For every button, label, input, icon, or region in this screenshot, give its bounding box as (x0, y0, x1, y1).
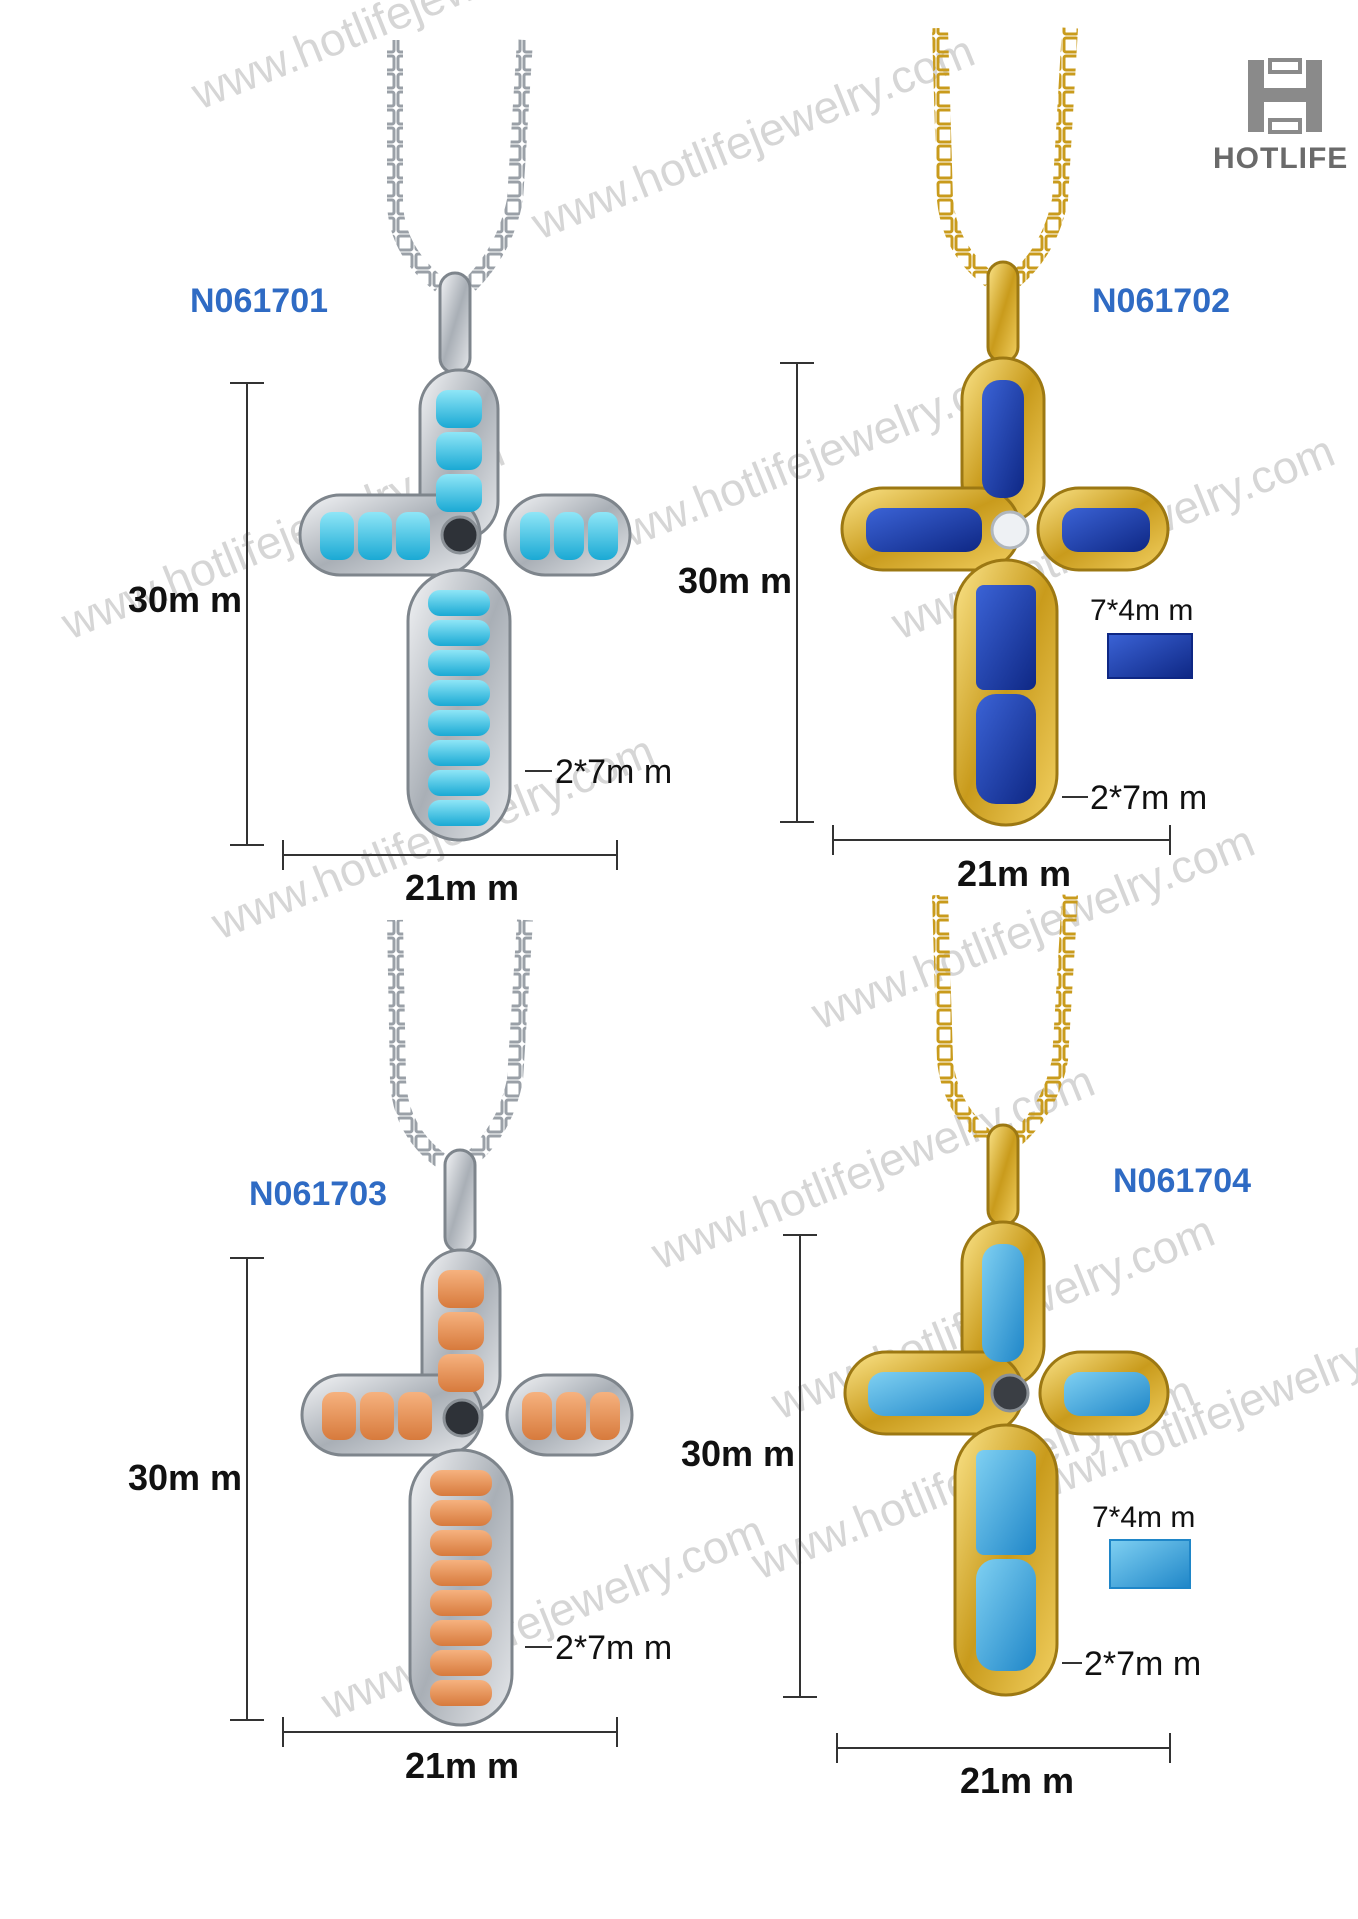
watermark-text: www.hotlifejewelry.com (803, 814, 1261, 1039)
width-dimension: 21m m (960, 1760, 1074, 1801)
opal-inlay (868, 1244, 1150, 1671)
bail (986, 1123, 1020, 1227)
center-gem (440, 515, 480, 555)
stone-bead (322, 1270, 620, 1440)
height-dimension: 30m m (678, 560, 792, 601)
product-code: N061703 (249, 1175, 387, 1213)
watermark-text: www.hotlifejewelry.com (313, 1504, 771, 1729)
bead-size: 2*7m m (555, 753, 672, 791)
product-card-1: N061701 30m m 21m m 2*7m m (128, 39, 672, 908)
height-dimension: 30m m (681, 1433, 795, 1474)
chain-right (464, 919, 533, 1167)
height-dimension: 30m m (128, 579, 242, 620)
product-code: N061701 (190, 282, 328, 320)
center-gem (442, 1398, 482, 1438)
brand-logo: HOTLIFE (1213, 58, 1348, 175)
inlay-swatch (1109, 1539, 1191, 1589)
inlay-size: 7*4m m (1092, 1501, 1195, 1534)
bail (443, 1148, 477, 1254)
bail (986, 260, 1020, 364)
height-dimension: 30m m (128, 1457, 242, 1498)
watermark-text: www.hotlifejewelry.com (183, 0, 641, 120)
bead-size: 2*7m m (1090, 779, 1207, 817)
product-card-4: N061704 30m m 21m m 2*7m m 7*4m m (681, 894, 1251, 1801)
bail (438, 271, 472, 375)
stone-bead (320, 390, 618, 560)
width-dimension: 21m m (405, 1745, 519, 1786)
inlay-size: 7*4m m (1090, 594, 1193, 627)
chain-left (932, 27, 995, 287)
chain-right (1009, 894, 1078, 1147)
lapis-inlay (866, 380, 1150, 804)
bead-size: 2*7m m (555, 1629, 672, 1667)
bead-size: 2*7m m (1084, 1645, 1201, 1683)
width-dimension: 21m m (405, 867, 519, 908)
stone-bead-column (430, 1470, 492, 1706)
center-gem (990, 510, 1030, 550)
center-gem (990, 1373, 1030, 1413)
brand-name: HOTLIFE (1213, 142, 1348, 175)
chain-left (387, 919, 445, 1167)
stone-bead-column (428, 590, 490, 826)
cross-pendant (300, 1248, 634, 1727)
watermark-text: www.hotlifejewelry.com (523, 24, 981, 249)
chain-right (464, 39, 533, 291)
product-code: N061704 (1113, 1162, 1251, 1200)
product-card-2: N061702 30m m 21m m 2*7m m 7*4m m (678, 27, 1230, 894)
inlay-swatch (1107, 633, 1193, 679)
product-code: N061702 (1092, 282, 1230, 320)
cross-pendant (298, 368, 632, 842)
cross-pendant (840, 356, 1170, 827)
cross-pendant (843, 1220, 1170, 1697)
chain-right (1009, 27, 1078, 287)
chain-left (387, 40, 446, 292)
chain-left (932, 894, 995, 1147)
product-card-3: N061703 30m m 21m m 2*7m m (128, 919, 672, 1786)
h-monogram-icon (1248, 58, 1322, 134)
width-dimension: 21m m (957, 853, 1071, 894)
